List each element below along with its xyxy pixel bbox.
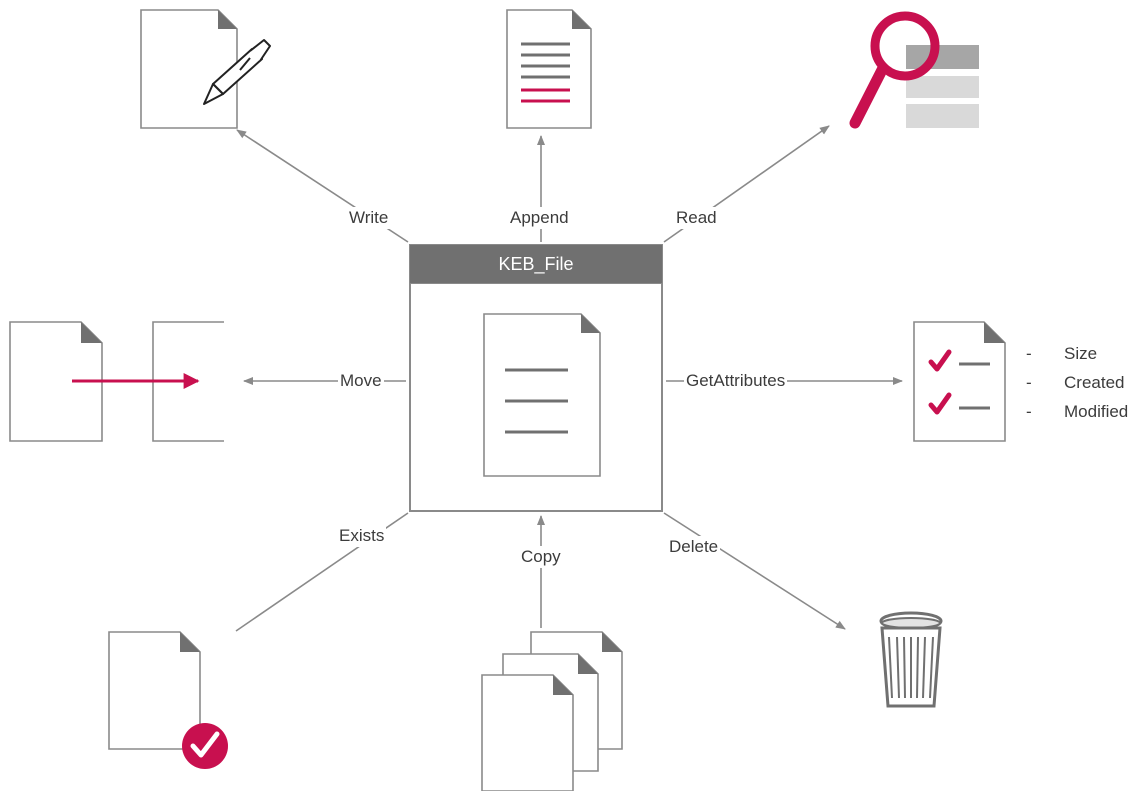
append-document-icon: [506, 9, 592, 129]
read-search-icon: [849, 11, 979, 129]
attribute-bullet: -: [1026, 373, 1032, 392]
attribute-modified: Modified: [1064, 402, 1129, 421]
trash-can-icon: [879, 611, 943, 708]
delete-label: Delete: [667, 536, 721, 558]
exists-document-icon: [108, 631, 228, 769]
get-attributes-label: GetAttributes: [684, 370, 788, 392]
move-documents-icon: [9, 321, 224, 442]
keb-file-title-text: KEB_File: [498, 253, 574, 274]
check-icon: [928, 392, 952, 415]
check-icon: [928, 349, 952, 372]
attribute-bullet: -: [1026, 344, 1032, 363]
delete-connector: [663, 512, 846, 630]
copy-label: Copy: [519, 546, 563, 568]
copy-documents-icon: [481, 631, 623, 791]
keb-file-box: [409, 284, 663, 512]
write-document-icon: [140, 9, 271, 129]
attribute-bullet: -: [1026, 402, 1032, 421]
keb-file-title: KEB_File: [409, 244, 663, 284]
center-document-icon: [483, 313, 601, 477]
read-label: Read: [674, 207, 719, 229]
exists-label: Exists: [337, 525, 387, 547]
magnifier-icon: [870, 11, 940, 81]
move-label: Move: [338, 370, 384, 392]
attribute-created: Created: [1064, 373, 1125, 392]
pen-icon: [203, 39, 271, 105]
append-label: Append: [508, 207, 571, 229]
attribute-size: Size: [1064, 344, 1098, 363]
write-label: Write: [347, 207, 391, 229]
appended-lines: [521, 88, 570, 103]
attributes-checklist-icon: [913, 321, 1006, 442]
